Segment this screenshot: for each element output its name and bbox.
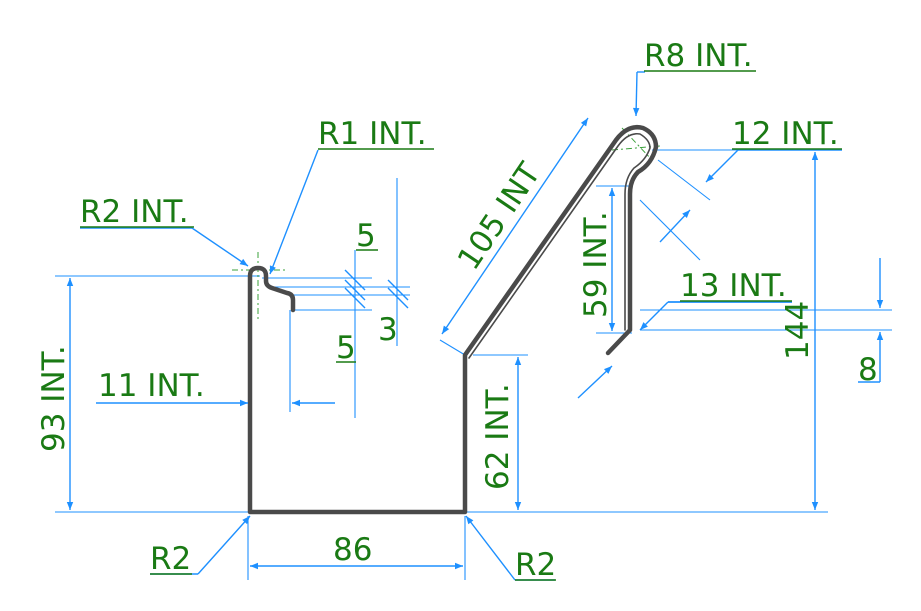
part-inner-edge (468, 132, 651, 359)
label-11-int: 11 INT. (98, 368, 205, 404)
label-r2-int-top: R2 INT. (80, 194, 189, 230)
label-62-int: 62 INT. (480, 383, 516, 490)
label-86: 86 (333, 532, 372, 568)
label-13-int: 13 INT. (680, 268, 787, 304)
label-8: 8 (858, 352, 878, 388)
label-r8-int: R8 INT. (644, 38, 753, 74)
label-r1-int: R1 INT. (318, 116, 427, 152)
label-12-int: 12 INT. (732, 116, 839, 152)
part-outline (247, 125, 659, 515)
leader-lines (80, 71, 842, 581)
label-r2-left: R2 (150, 541, 191, 577)
label-59-int: 59 INT. (578, 211, 614, 318)
label-5-bottom: 5 (336, 330, 356, 366)
dimension-lines (66, 117, 884, 570)
label-r2-right: R2 (515, 547, 556, 583)
label-5-top: 5 (356, 218, 376, 254)
label-93-int: 93 INT. (36, 345, 72, 452)
extension-lines (55, 149, 892, 580)
center-lines (232, 127, 661, 322)
label-3: 3 (378, 312, 398, 348)
label-144: 144 (780, 301, 816, 360)
